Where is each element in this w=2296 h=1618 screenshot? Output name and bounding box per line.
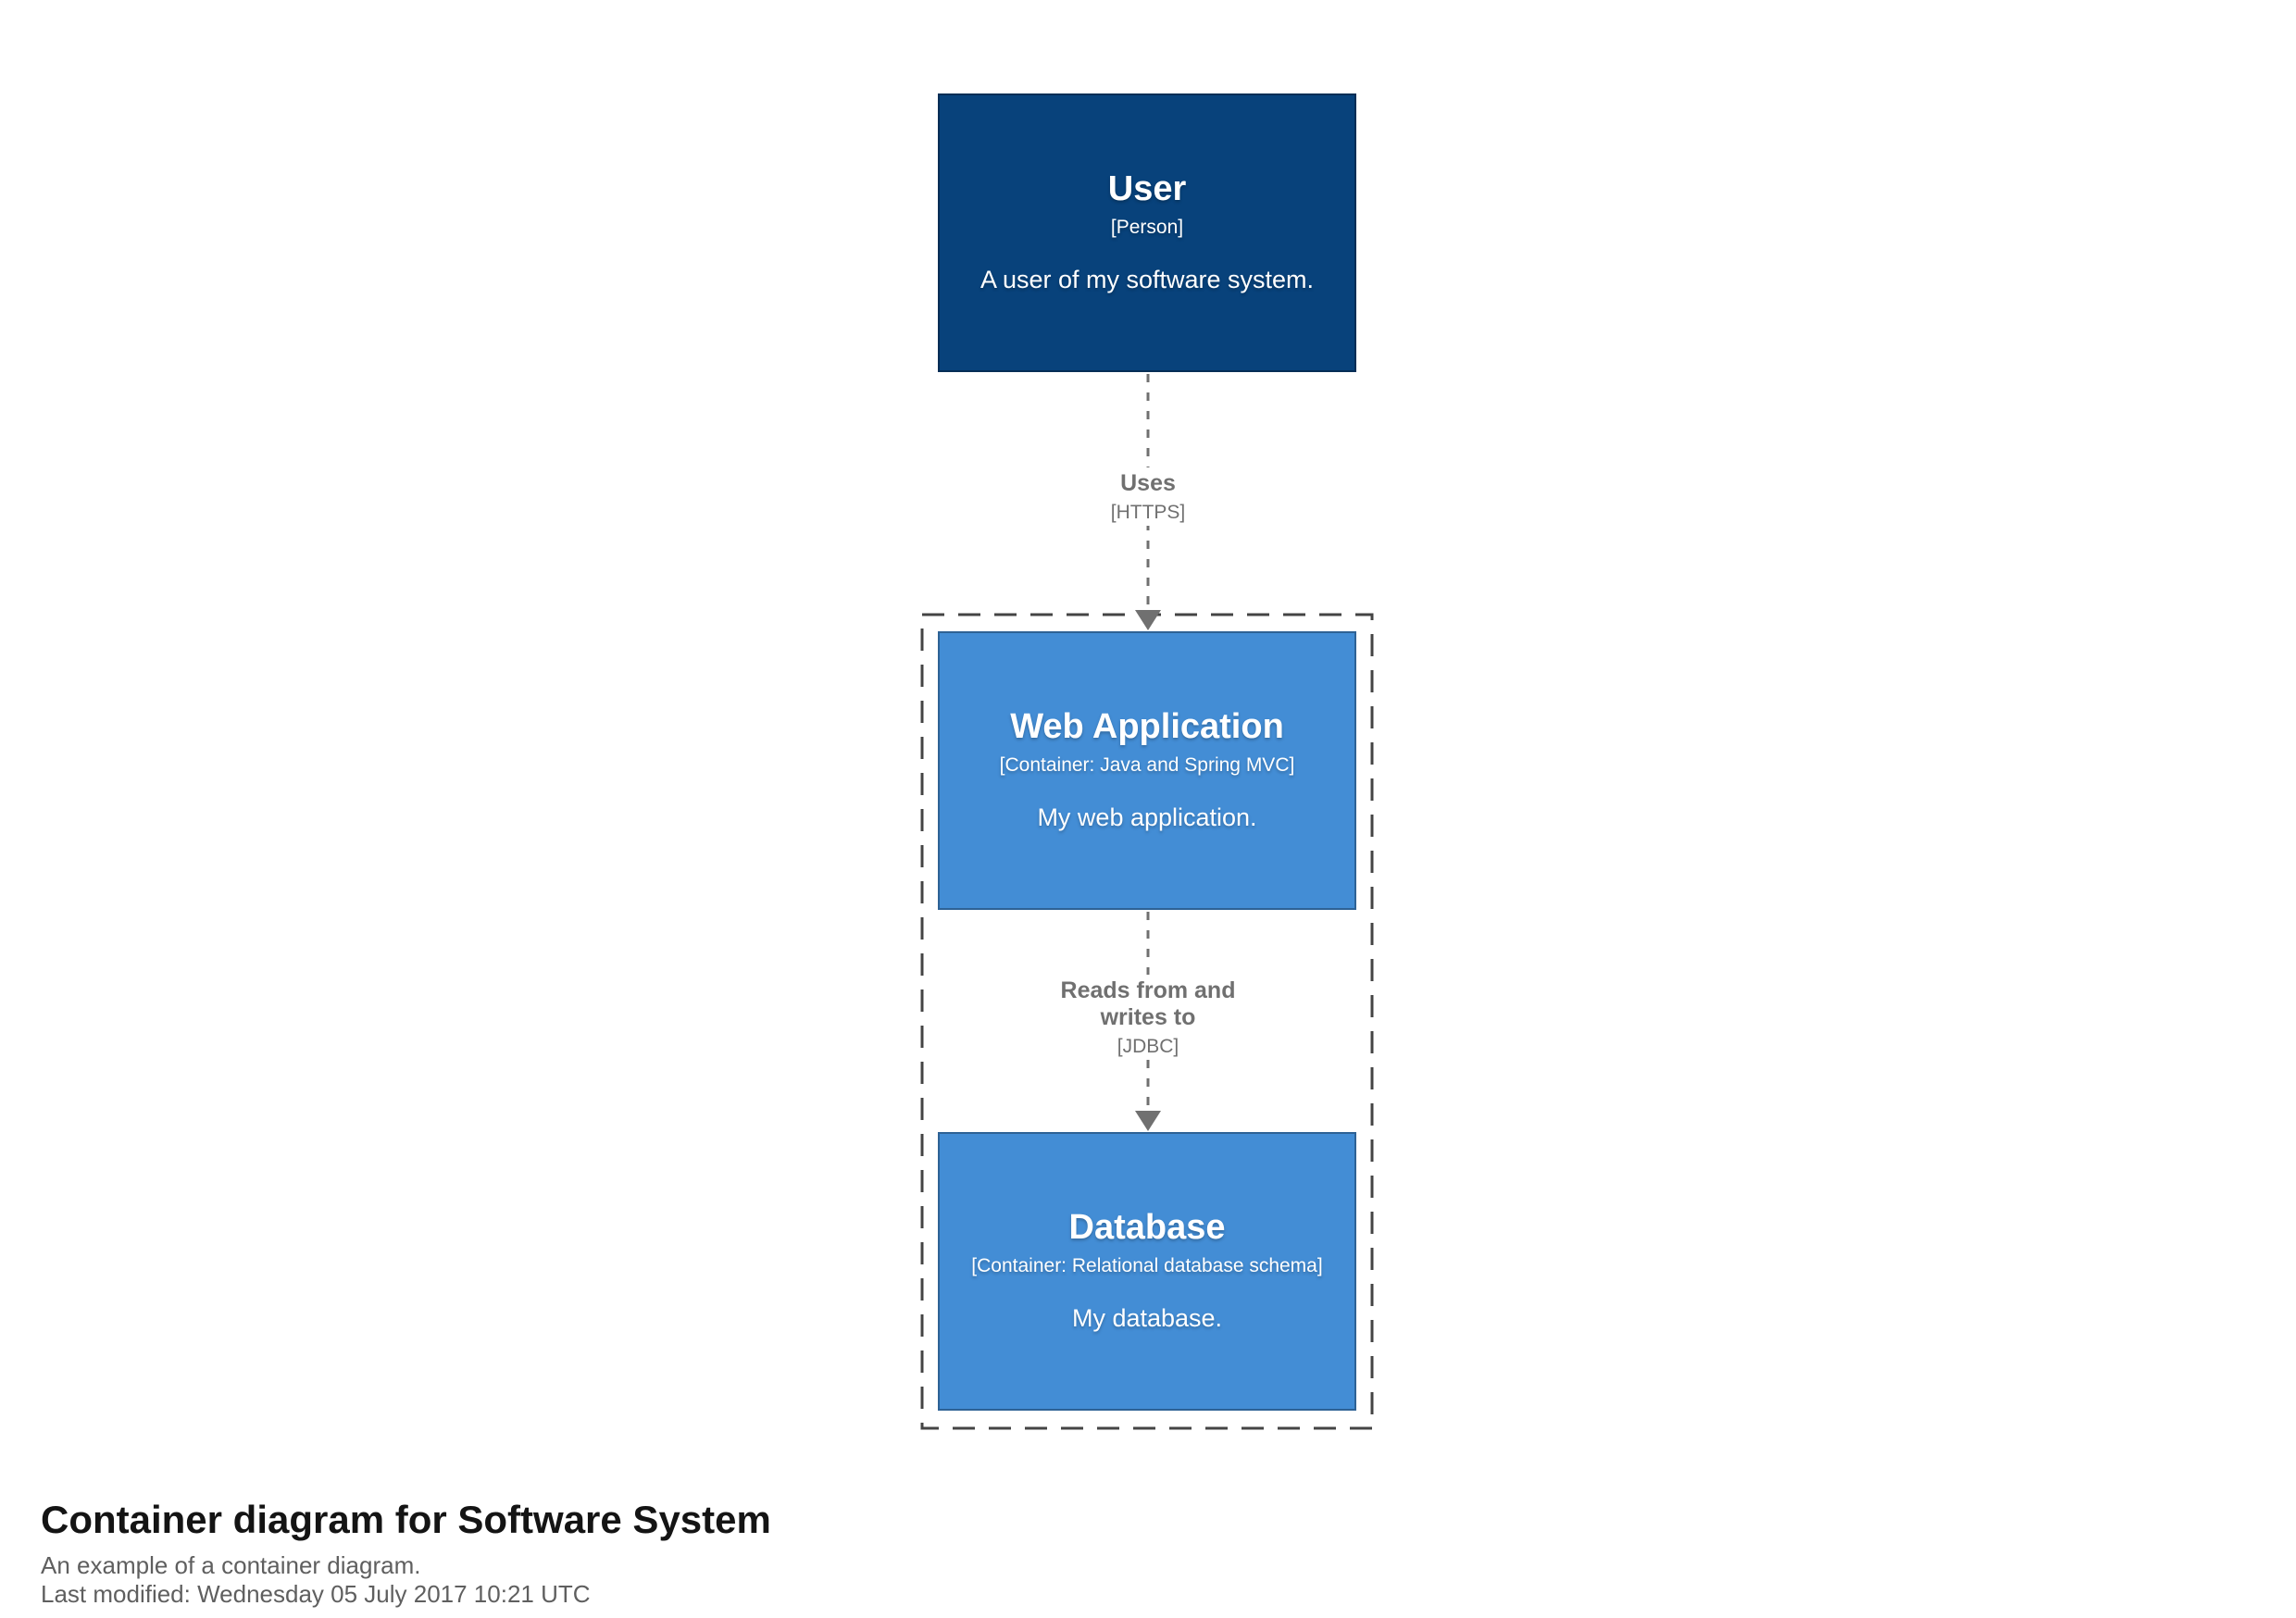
node-meta: [Person] [1110,216,1184,238]
relationship-technology: [HTTPS] [1110,501,1186,523]
arrowhead-down-icon [1135,610,1161,630]
person-node-user[interactable]: User [Person] A user of my software syst… [938,93,1356,372]
node-description: My database. [1071,1304,1223,1333]
node-meta: [Container: Relational database schema] [971,1254,1323,1276]
diagram-title: Container diagram for Software System [41,1498,771,1541]
node-name: User [1107,169,1187,209]
container-node-web-application[interactable]: Web Application [Container: Java and Spr… [938,631,1356,910]
relationship-name: Uses [1120,470,1176,496]
relationship-label-reads-writes: Reads from and writes to [JDBC] [1023,975,1273,1060]
node-meta: [Container: Java and Spring MVC] [999,753,1295,776]
diagram-footer: Container diagram for Software System An… [41,1498,771,1608]
node-name: Web Application [1010,707,1284,747]
diagram-subtitle: An example of a container diagram. [41,1551,421,1580]
node-description: My web application. [1037,803,1257,832]
arrowhead-down-icon [1135,1111,1161,1131]
container-node-database[interactable]: Database [Container: Relational database… [938,1132,1356,1411]
diagram-last-modified: Last modified: Wednesday 05 July 2017 10… [41,1579,591,1608]
relationship-technology: [JDBC] [1117,1035,1179,1057]
node-name: Database [1068,1208,1226,1248]
node-description: A user of my software system. [980,266,1315,294]
relationship-name: Reads from and writes to [1060,977,1236,1030]
relationship-label-uses: Uses [HTTPS] [1101,467,1195,526]
